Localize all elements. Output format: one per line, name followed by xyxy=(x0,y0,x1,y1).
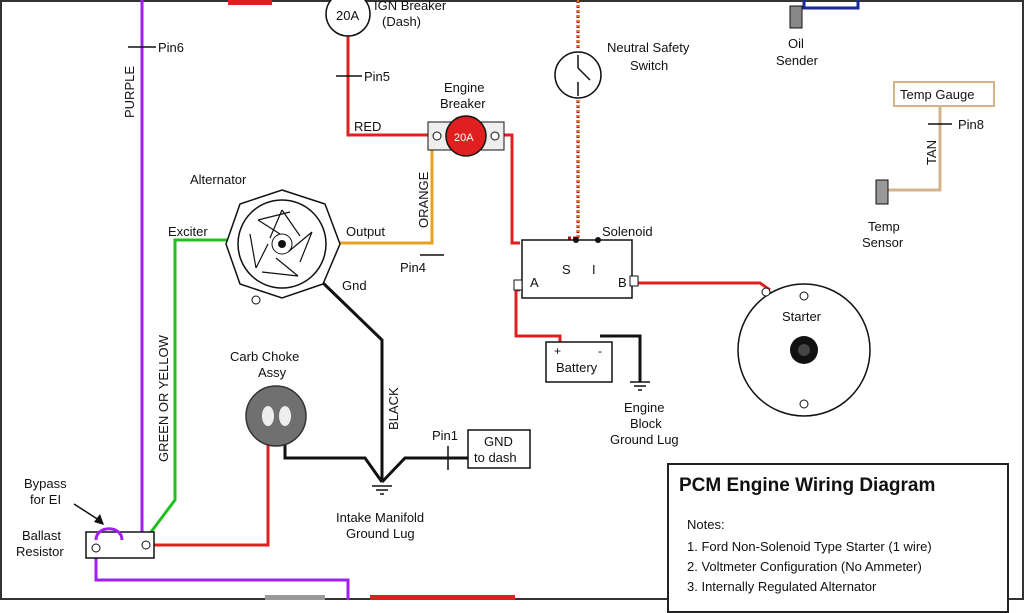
battery-plus: + xyxy=(554,344,561,358)
ballast-label-2: Resistor xyxy=(16,544,64,559)
notes-panel: PCM Engine Wiring Diagram Notes: 1. Ford… xyxy=(667,463,1009,613)
ign-breaker-sub: (Dash) xyxy=(382,14,421,29)
red-wire-ign xyxy=(346,34,432,137)
intake-label-2: Ground Lug xyxy=(346,526,415,541)
solenoid-terminal-i: I xyxy=(592,262,596,277)
temp-sensor-label-2: Sensor xyxy=(862,235,904,250)
starter xyxy=(737,283,871,417)
battery xyxy=(545,341,613,383)
ballast-label-1: Ballast xyxy=(22,528,61,543)
temp-sensor xyxy=(875,179,889,205)
gnd-dash-label-1: GND xyxy=(484,434,513,449)
solenoid-terminal-s: S xyxy=(562,262,571,277)
alternator-label: Alternator xyxy=(190,172,247,187)
engine-block-label-2: Block xyxy=(630,416,662,431)
solenoid-label: Solenoid xyxy=(602,224,653,239)
orange-wire xyxy=(330,140,434,245)
diagram-title: PCM Engine Wiring Diagram xyxy=(679,475,936,496)
ign-breaker-label: IGN Breaker xyxy=(374,0,447,13)
gnd-label: Gnd xyxy=(342,278,367,293)
temp-gauge xyxy=(893,81,995,107)
engine-breaker: 20A xyxy=(427,115,505,157)
purple-label: PURPLE xyxy=(122,66,137,118)
bypass-arrow-icon xyxy=(73,503,104,525)
engine-block-label-3: Ground Lug xyxy=(610,432,679,447)
pin4-label: Pin4 xyxy=(400,260,426,275)
alternator xyxy=(225,189,341,305)
intake-label-1: Intake Manifold xyxy=(336,510,424,525)
neutral-safety-label-1: Neutral Safety xyxy=(607,40,690,55)
purple-wire-bottom xyxy=(94,548,350,600)
tan-label: TAN xyxy=(924,140,939,165)
oil-sender-label-2: Sender xyxy=(776,53,819,68)
temp-sensor-label-1: Temp xyxy=(868,219,900,234)
carb-choke xyxy=(245,385,307,447)
wiring-diagram: 20A IGN Breaker (Dash) Neutral Safety Sw… xyxy=(0,0,1024,600)
note-item: 3. Internally Regulated Alternator xyxy=(687,579,877,594)
solenoid xyxy=(513,237,639,299)
oil-sender xyxy=(789,0,860,29)
black-wire-battery xyxy=(600,334,642,382)
output-label: Output xyxy=(346,224,385,239)
start-wire xyxy=(566,0,580,276)
engine-breaker-label-2: Breaker xyxy=(440,96,486,111)
red-wire-breaker xyxy=(500,133,520,245)
notes-heading: Notes: xyxy=(687,517,725,532)
gnd-to-dash-box xyxy=(467,429,531,469)
gnd-dash-label-2: to dash xyxy=(474,450,517,465)
carb-choke-label-2: Assy xyxy=(258,365,287,380)
neutral-safety-switch xyxy=(554,51,602,99)
red-wire-starter xyxy=(630,281,771,292)
engine-breaker-rating: 20A xyxy=(454,132,474,144)
carb-choke-label-1: Carb Choke xyxy=(230,349,299,364)
battery-label: Battery xyxy=(556,360,598,375)
bypass-label-1: Bypass xyxy=(24,476,67,491)
pin8-label: Pin8 xyxy=(958,117,984,132)
pin6-label: Pin6 xyxy=(158,40,184,55)
pin1-label: Pin1 xyxy=(432,428,458,443)
battery-minus: - xyxy=(598,344,602,358)
black-label: BLACK xyxy=(386,387,401,430)
exciter-label: Exciter xyxy=(168,224,208,239)
ballast-resistor xyxy=(85,527,155,559)
note-item: 1. Ford Non-Solenoid Type Starter (1 wir… xyxy=(687,539,932,554)
temp-gauge-label: Temp Gauge xyxy=(900,87,974,102)
black-wire-alt xyxy=(318,278,384,482)
bypass-label-2: for EI xyxy=(30,492,61,507)
tan-wire xyxy=(888,104,942,192)
engine-block-label-1: Engine xyxy=(624,400,664,415)
engine-breaker-label-1: Engine xyxy=(444,80,484,95)
orange-label: ORANGE xyxy=(416,171,431,228)
neutral-safety-label-2: Switch xyxy=(630,58,668,73)
red-wire-choke xyxy=(150,420,270,547)
pin5-label: Pin5 xyxy=(364,69,390,84)
engine-block-ground-icon xyxy=(630,381,650,391)
red-label: RED xyxy=(354,119,381,134)
note-item: 2. Voltmeter Configuration (No Ammeter) xyxy=(687,559,922,574)
intake-ground-icon xyxy=(372,485,392,495)
solenoid-terminal-a: A xyxy=(530,275,539,290)
solenoid-terminal-b: B xyxy=(618,275,627,290)
green-wire xyxy=(146,238,230,537)
oil-sender-label-1: Oil xyxy=(788,36,804,51)
ign-breaker-rating: 20A xyxy=(336,8,359,23)
green-or-yellow-label: GREEN OR YELLOW xyxy=(156,334,171,462)
starter-label: Starter xyxy=(782,309,822,324)
ign-breaker: 20A xyxy=(325,0,371,37)
